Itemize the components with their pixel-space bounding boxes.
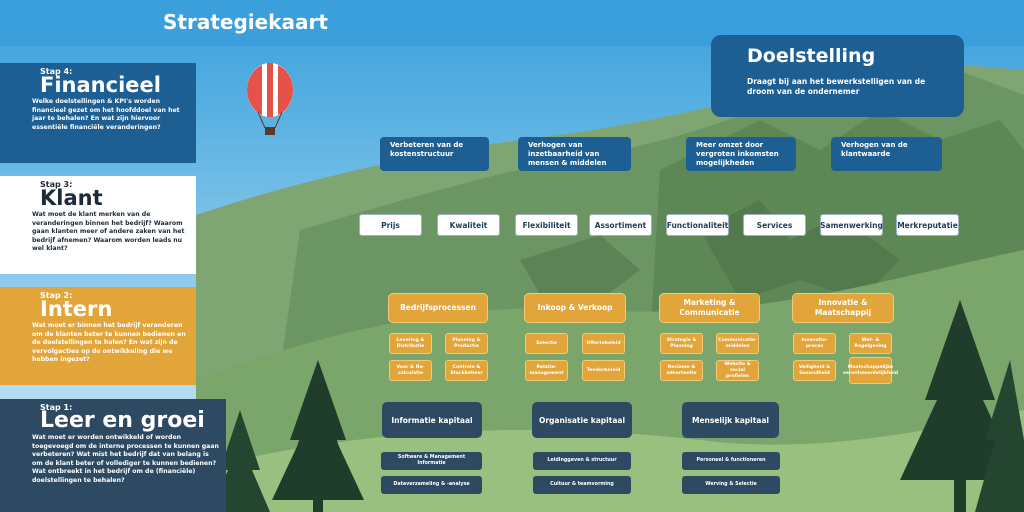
customer-value: Services [743,214,806,236]
internal-item: Reclame & advertentie [660,360,703,381]
balloon-icon [247,63,293,135]
internal-item: Selectie [525,333,568,354]
step-description: Wat moet er worden ontwikkeld of worden … [32,434,219,484]
step-panel-leer-en-groei: Stap 1: Leer en groei Wat moet er worden… [0,399,226,512]
internal-item: Wet- & Regelgeving [849,333,892,354]
step-title: Financieel [40,73,161,97]
step-label: Stap 3: [40,180,73,189]
internal-item: Planning & Productie [445,333,488,354]
internal-group-title: Bedrijfsprocessen [388,293,488,323]
doelstelling-title: Doelstelling [747,45,876,67]
step-title: Leer en groei [40,408,205,433]
step-label: Stap 4: [40,67,73,76]
capital-item: Cultuur & teamvorming [533,476,631,494]
financial-goal: Verhogen van de klantwaarde [831,137,942,171]
internal-item: Communicatie-middelen [716,333,759,354]
step-title: Klant [40,186,103,210]
internal-item: Tenderbeleid [582,360,625,381]
internal-item: Offertebeleid [582,333,625,354]
step-panel-klant: Stap 3: Klant Wat moet de klant merken v… [0,176,196,274]
step-panel-financieel: Stap 4: Financieel Welke doelstellingen … [0,63,196,163]
rock-shading-2 [520,235,640,300]
customer-value: Prijs [359,214,422,236]
step-panel-intern: Stap 2: Intern Wat moet er binnen het be… [0,287,196,385]
step-description: Wat moet er binnen het bedrijf verandere… [32,322,186,364]
capital-item: Dataverzameling & -analyse [381,476,482,494]
doelstelling-box: Doelstelling Draagt bij aan het bewerkst… [711,35,964,117]
internal-item: Voor & Na-calculatie [389,360,432,381]
internal-item: Website & social profielen [716,360,759,381]
capital-item: Leidinggeven & structuur [533,452,631,470]
step-description: Wat moet de klant merken van de verander… [32,211,185,253]
step-description: Welke doelstellingen & KPI's worden fina… [32,98,180,131]
internal-group-title: Inkoop & Verkoop [524,293,626,323]
internal-item: Strategie & Planning [660,333,703,354]
customer-value: Flexibiliteit [515,214,578,236]
internal-item: Levering & Distributie [389,333,432,354]
capital-item: Personeel & functioneren [682,452,780,470]
internal-item: Relatie-management [525,360,568,381]
financial-goal: Meer omzet door vergroten inkomsten moge… [686,137,796,171]
internal-item: Maatschappelijke verantwoordelijkheid [843,357,898,384]
internal-item: Innovatie-proces [793,333,836,354]
customer-value: Merkreputatie [896,214,959,236]
capital-item: Software & Management Informatie [381,452,482,470]
customer-value: Assortiment [589,214,652,236]
customer-value: Kwaliteit [437,214,500,236]
financial-goal: Verbeteren van de kostenstructuur [380,137,489,171]
capital-title: Informatie kapitaal [382,402,482,438]
doelstelling-description: Draagt bij aan het bewerkstelligen van d… [747,77,926,96]
financial-goal: Verhogen van inzetbaarheid van mensen & … [518,137,631,171]
capital-title: Menselijk kapitaal [682,402,779,438]
internal-group-title: Innovatie & Maatschappij [792,293,894,323]
customer-value: Functionaliteit [666,214,729,236]
step-title: Intern [40,297,113,321]
pine-tree-right-2 [975,360,1024,512]
customer-value: Samenwerking [820,214,883,236]
internal-item: Veiligheid & Gezondheid [793,360,836,381]
internal-item: Controle & Stockbeheer [445,360,488,381]
step-label: Stap 2: [40,291,73,300]
capital-title: Organisatie kapitaal [532,402,632,438]
internal-group-title: Marketing & Communicatie [659,293,760,323]
pine-tree-left [272,360,364,512]
page-title: Strategiekaart [163,10,328,34]
capital-item: Werving & Selectie [682,476,780,494]
step-label: Stap 1: [40,403,73,412]
